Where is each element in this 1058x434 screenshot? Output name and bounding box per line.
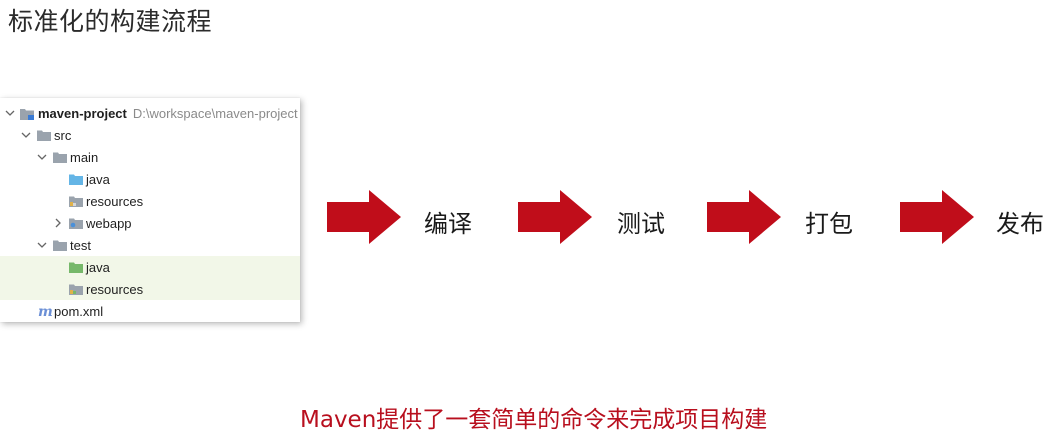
chevron-down-icon[interactable] (36, 151, 48, 163)
test-resources-folder-icon (69, 283, 83, 295)
folder-icon (53, 151, 67, 163)
slide-title: 标准化的构建流程 (8, 7, 213, 36)
source-folder-icon (69, 173, 83, 185)
tree-item-label: resources (86, 281, 144, 297)
module-folder-icon (20, 107, 34, 120)
tree-row-root[interactable]: maven-project D:\workspace\maven-project (0, 102, 300, 124)
folder-icon (37, 129, 51, 141)
tree-row-pom[interactable]: m pom.xml (0, 300, 300, 322)
flow-step-compile: 编译 (424, 210, 472, 238)
tree-row-webapp[interactable]: webapp (0, 212, 300, 234)
chevron-down-icon[interactable] (4, 107, 16, 119)
flow-arrow-2 (518, 190, 592, 244)
resources-folder-icon (69, 195, 83, 207)
flow-step-package: 打包 (805, 210, 853, 238)
tree-row-test-java[interactable]: java (0, 256, 300, 278)
tree-root-path: D:\workspace\maven-project (132, 105, 298, 121)
flow-arrow-1 (327, 190, 401, 244)
tree-item-label: src (54, 127, 72, 143)
tree-item-label: java (86, 171, 110, 187)
tree-row-main[interactable]: main (0, 146, 300, 168)
chevron-down-icon[interactable] (36, 239, 48, 251)
footer-note: Maven提供了一套简单的命令来完成项目构建 (300, 407, 768, 433)
maven-m-icon: m (37, 303, 53, 320)
chevron-down-icon[interactable] (20, 129, 32, 141)
flow-step-test: 测试 (617, 210, 665, 238)
test-source-folder-icon (69, 261, 83, 273)
svg-text:m: m (38, 304, 53, 319)
tree-item-label: test (70, 237, 91, 253)
tree-root-name: maven-project (38, 105, 127, 121)
tree-row-test[interactable]: test (0, 234, 300, 256)
tree-item-label: java (86, 259, 110, 275)
tree-item-label: main (70, 149, 99, 165)
flow-arrow-3 (707, 190, 781, 244)
tree-item-label: resources (86, 193, 144, 209)
tree-row-test-resources[interactable]: resources (0, 278, 300, 300)
tree-row-main-java[interactable]: java (0, 168, 300, 190)
flow-step-deploy: 发布 (996, 210, 1044, 238)
flow-arrow-4 (900, 190, 974, 244)
tree-item-label: webapp (86, 215, 132, 231)
chevron-right-icon[interactable] (52, 217, 64, 229)
tree-row-main-resources[interactable]: resources (0, 190, 300, 212)
tree-row-src[interactable]: src (0, 124, 300, 146)
folder-icon (53, 239, 67, 251)
tree-item-label: pom.xml (54, 303, 104, 319)
web-folder-icon (69, 217, 83, 229)
